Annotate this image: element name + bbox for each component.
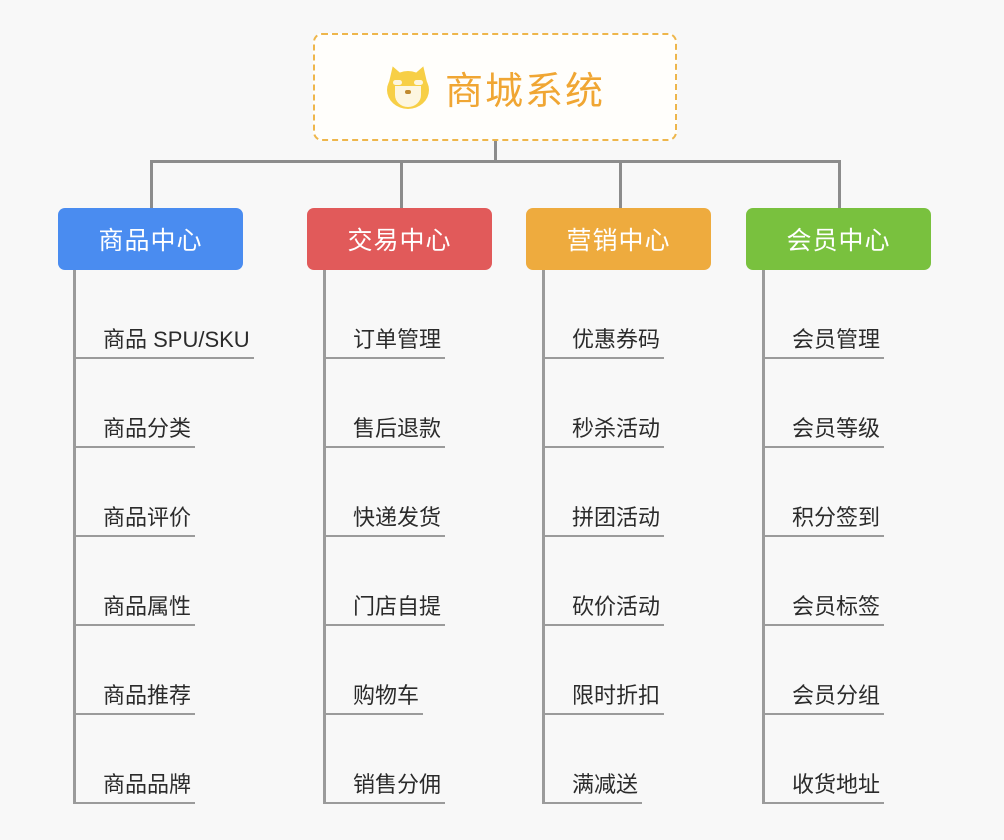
leaf-item-label: 秒杀活动 — [542, 416, 665, 448]
branch-label: 交易中心 — [347, 227, 452, 255]
branch-items-4: 会员管理会员等级积分签到会员标签会员分组收货地址 — [762, 270, 885, 804]
root-node[interactable]: 商城系统 — [313, 33, 677, 141]
leaf-item[interactable]: 商品属性 — [73, 537, 254, 626]
leaf-item[interactable]: 积分签到 — [762, 448, 885, 537]
leaf-item[interactable]: 会员管理 — [762, 270, 885, 359]
leaf-item[interactable]: 商品评价 — [73, 448, 254, 537]
branch-items-2: 订单管理售后退款快递发货门店自提购物车销售分佣 — [323, 270, 446, 804]
leaf-item-label: 商品评价 — [73, 505, 196, 537]
leaf-item[interactable]: 商品推荐 — [73, 626, 254, 715]
branch-drop-3 — [619, 160, 622, 208]
leaf-item[interactable]: 会员标签 — [762, 537, 885, 626]
leaf-item[interactable]: 会员分组 — [762, 626, 885, 715]
leaf-item[interactable]: 会员等级 — [762, 359, 885, 448]
leaf-item-label: 商品品牌 — [73, 772, 196, 804]
branch-label: 商品中心 — [98, 227, 203, 255]
leaf-item[interactable]: 销售分佣 — [323, 715, 446, 804]
leaf-item[interactable]: 秒杀活动 — [542, 359, 665, 448]
leaf-item[interactable]: 满减送 — [542, 715, 664, 804]
branch-spine — [323, 270, 326, 804]
root-stem — [494, 141, 497, 163]
branch-drop-4 — [838, 160, 841, 208]
branch-drop-1 — [150, 160, 153, 208]
leaf-item-label: 砍价活动 — [542, 594, 665, 626]
leaf-item-label: 商品 SPU/SKU — [73, 327, 254, 359]
leaf-item-label: 优惠券码 — [542, 327, 665, 359]
leaf-item[interactable]: 订单管理 — [323, 270, 446, 359]
leaf-item-label: 购物车 — [323, 683, 424, 715]
leaf-item-label: 积分签到 — [762, 505, 885, 537]
leaf-item[interactable]: 拼团活动 — [542, 448, 665, 537]
leaf-item-label: 收货地址 — [762, 772, 885, 804]
leaf-item-label: 限时折扣 — [542, 683, 665, 715]
root-title: 商城系统 — [444, 70, 605, 113]
branch-node-2[interactable]: 交易中心 — [307, 208, 492, 270]
leaf-item-label: 会员标签 — [762, 594, 885, 626]
leaf-item-label: 商品分类 — [73, 416, 196, 448]
leaf-item[interactable]: 商品分类 — [73, 359, 254, 448]
leaf-item-label: 会员分组 — [762, 683, 885, 715]
leaf-item[interactable]: 限时折扣 — [542, 626, 665, 715]
leaf-item[interactable]: 收货地址 — [762, 715, 885, 804]
leaf-item-label: 销售分佣 — [323, 772, 446, 804]
branch-spine — [762, 270, 765, 804]
branch-spine — [73, 270, 76, 804]
branch-items-3: 优惠券码秒杀活动拼团活动砍价活动限时折扣满减送 — [542, 270, 665, 804]
leaf-item[interactable]: 商品 SPU/SKU — [73, 270, 254, 359]
leaf-item-label: 售后退款 — [323, 416, 446, 448]
leaf-item-label: 会员管理 — [762, 327, 885, 359]
branch-spine — [542, 270, 545, 804]
leaf-item[interactable]: 商品品牌 — [73, 715, 254, 804]
leaf-item-label: 快递发货 — [323, 505, 446, 537]
leaf-item-label: 会员等级 — [762, 416, 885, 448]
branch-drop-2 — [400, 160, 403, 208]
leaf-item-label: 商品推荐 — [73, 683, 196, 715]
leaf-item-label: 满减送 — [542, 772, 643, 804]
leaf-item-label: 拼团活动 — [542, 505, 665, 537]
leaf-item[interactable]: 快递发货 — [323, 448, 446, 537]
branch-node-1[interactable]: 商品中心 — [58, 208, 243, 270]
branch-node-4[interactable]: 会员中心 — [746, 208, 931, 270]
leaf-item-label: 订单管理 — [323, 327, 446, 359]
leaf-item[interactable]: 优惠券码 — [542, 270, 665, 359]
leaf-item[interactable]: 砍价活动 — [542, 537, 665, 626]
leaf-item[interactable]: 门店自提 — [323, 537, 446, 626]
leaf-item[interactable]: 购物车 — [323, 626, 445, 715]
leaf-item-label: 门店自提 — [323, 594, 446, 626]
branch-items-1: 商品 SPU/SKU 商品分类商品评价商品属性商品推荐商品品牌 — [73, 270, 254, 804]
branch-label: 营销中心 — [566, 227, 671, 255]
leaf-item-label: 商品属性 — [73, 594, 196, 626]
branch-bus — [150, 160, 841, 163]
branch-node-3[interactable]: 营销中心 — [526, 208, 711, 270]
leaf-item[interactable]: 售后退款 — [323, 359, 446, 448]
dog-face-icon — [384, 63, 432, 110]
branch-label: 会员中心 — [786, 227, 891, 255]
